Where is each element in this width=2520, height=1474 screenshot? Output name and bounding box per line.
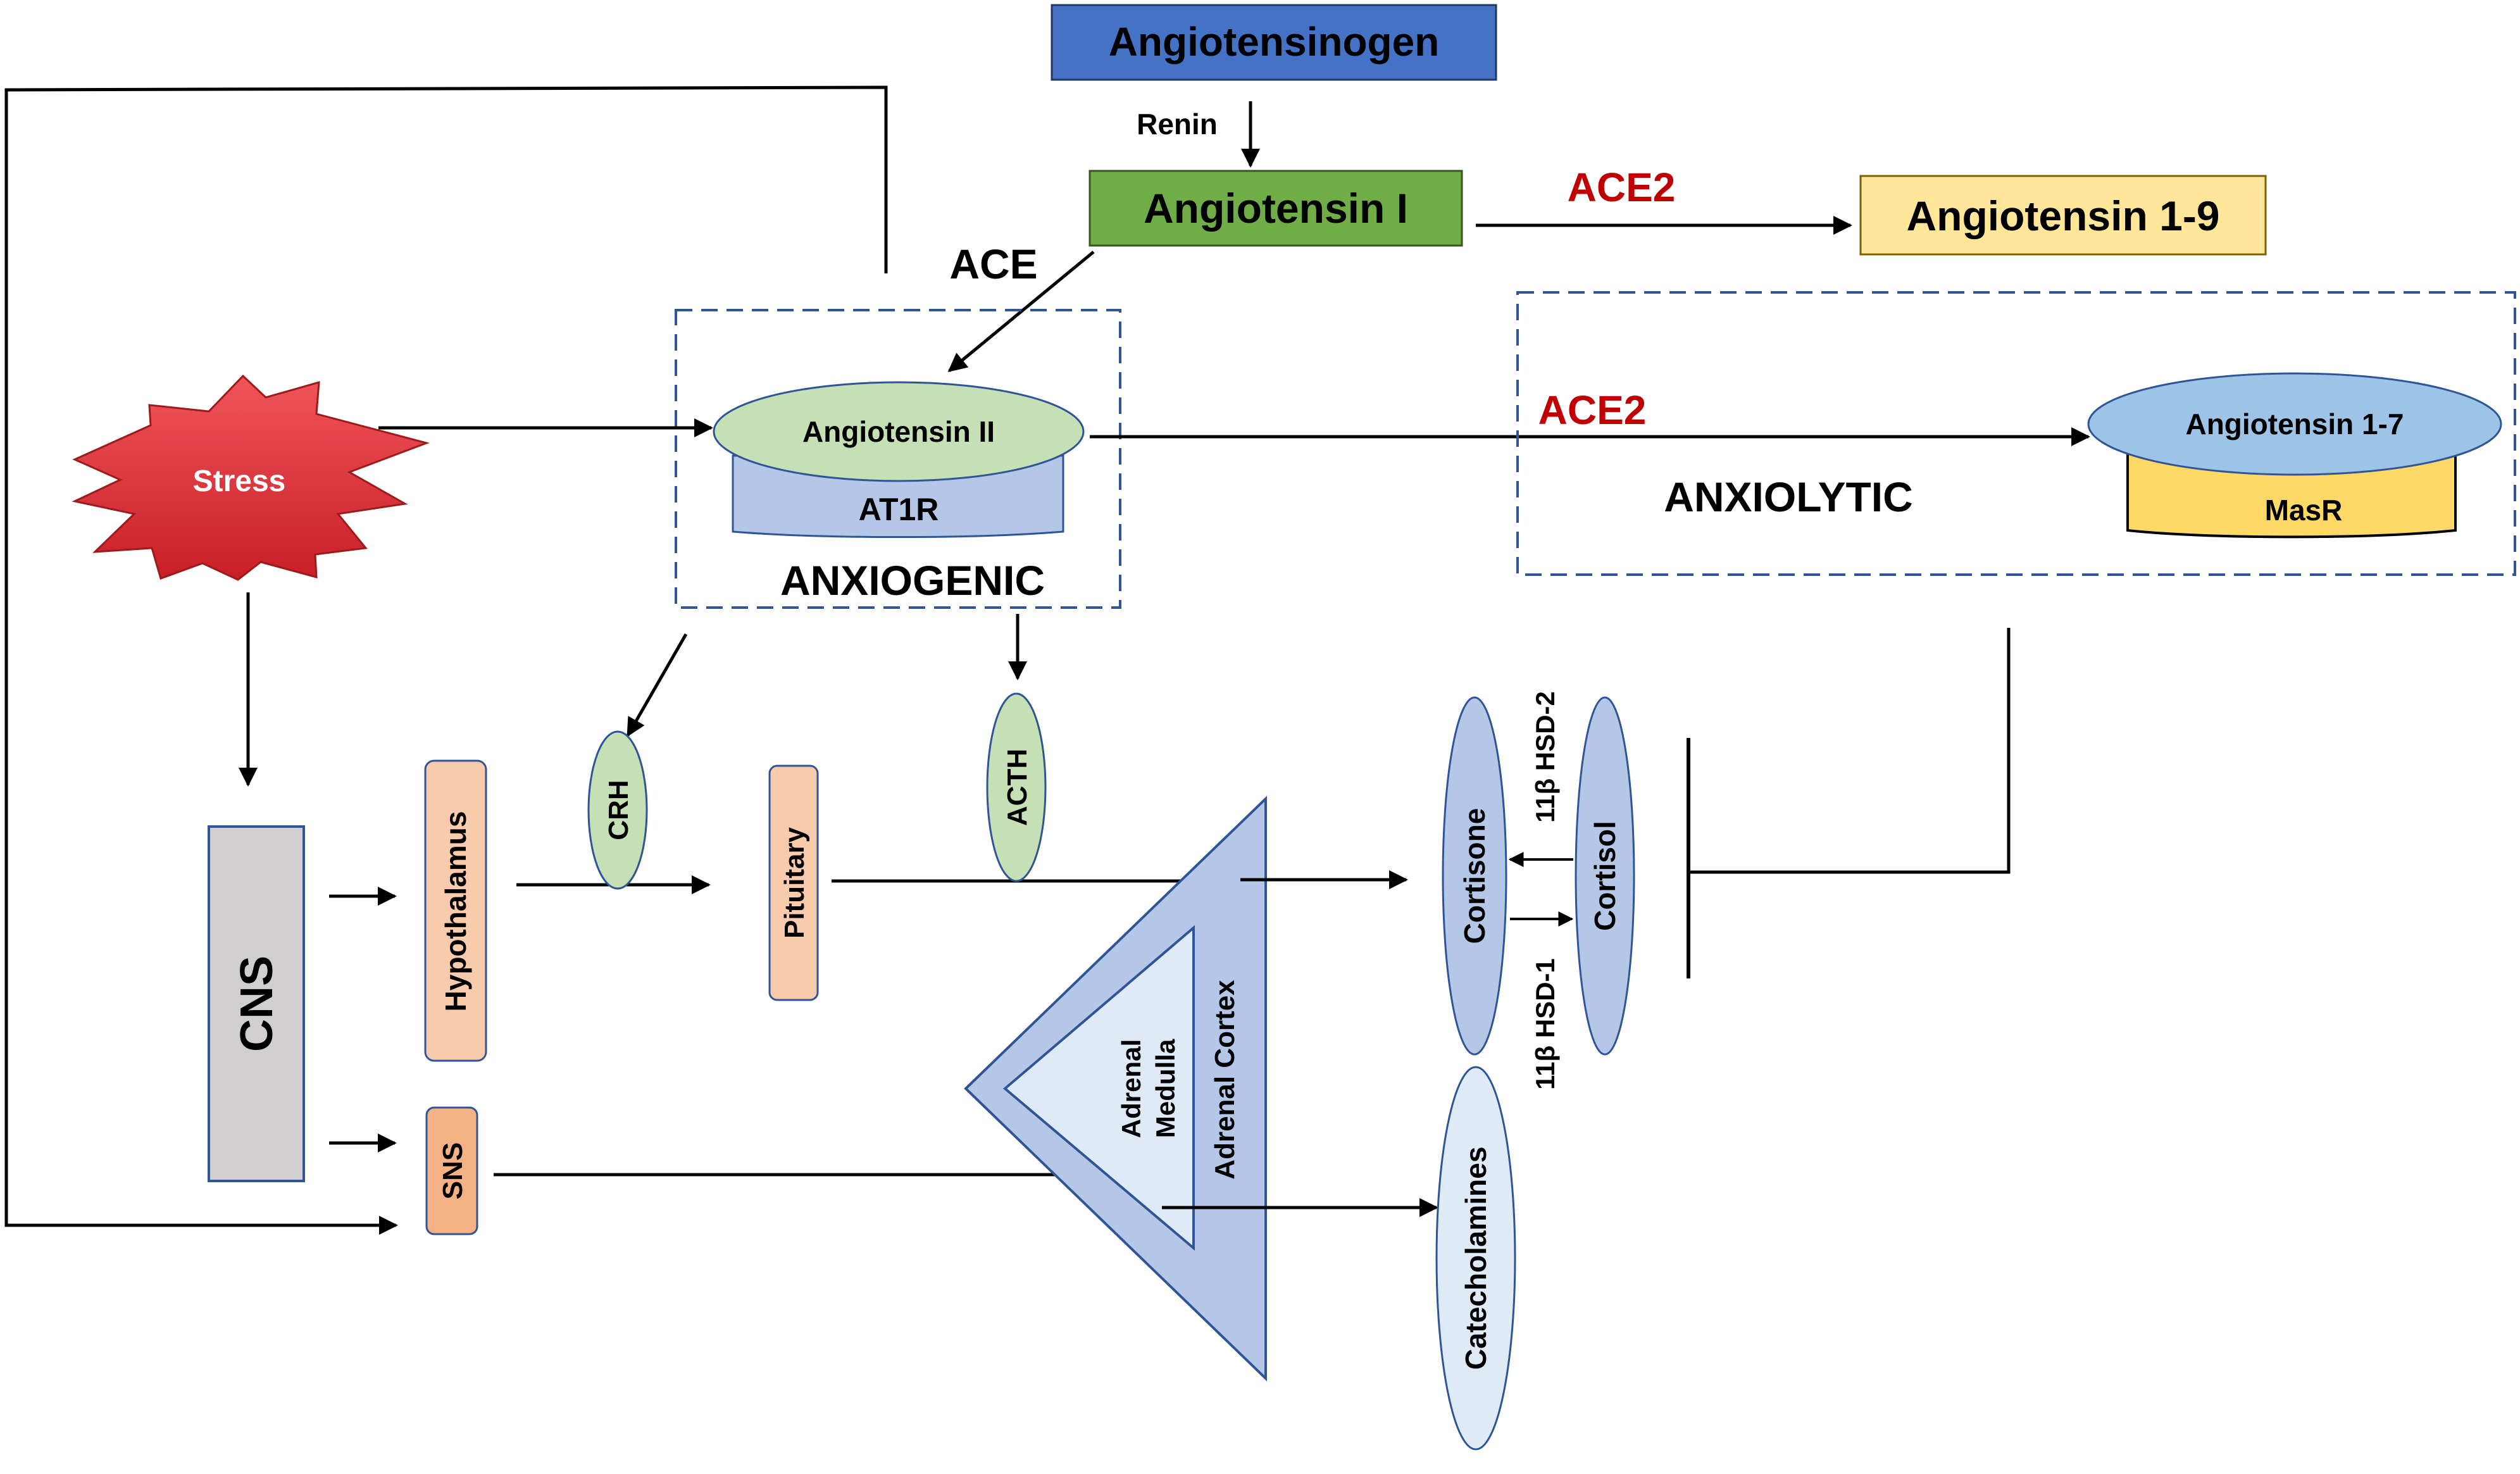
crh-label: CRH (603, 780, 634, 840)
acth-label: ACTH (1002, 749, 1033, 826)
hsd2-label: 11β HSD-2 (1530, 691, 1560, 823)
angiotensin-i-label: Angiotensin I (1144, 185, 1408, 232)
anxiolytic-inhibition-line (1688, 628, 2011, 874)
adrenal-medulla-label-line2: Medulla (1151, 1039, 1180, 1138)
anxiogenic-to-crh-arrow (626, 633, 688, 737)
ace2-top-label: ACE2 (1568, 165, 1676, 210)
angiotensin-i-box (1088, 170, 1463, 247)
ace2-mid-label: ACE2 (1538, 387, 1647, 433)
angiotensin-ii-ellipse (713, 381, 1085, 482)
angiotensin-ii-label: Angiotensin II (802, 415, 995, 448)
anxiogenic-label: ANXIOGENIC (780, 557, 1045, 604)
anxiolytic-label: ANXIOLYTIC (1664, 473, 1913, 520)
masr-label: MasR (2265, 494, 2343, 527)
stress-label: Stress (193, 465, 286, 498)
catecholamines-ellipse (1435, 1066, 1516, 1451)
sns-box (425, 1106, 478, 1235)
cortisol-ellipse (1575, 696, 1635, 1056)
cortisol-label: Cortisol (1588, 821, 1621, 931)
angiotensin-1-7-label: Angiotensin 1-7 (2185, 408, 2404, 440)
anxiogenic-box (675, 309, 1121, 609)
pituitary-label: Pituitary (779, 827, 810, 939)
renin-label: Renin (1137, 108, 1218, 141)
stress-starburst (72, 374, 430, 581)
angiotensin-1-7-ellipse (2087, 372, 2502, 476)
pituitary-box (768, 765, 819, 1001)
at1r-label: AT1R (859, 492, 939, 527)
catecholamines-label: Catecholamines (1459, 1147, 1492, 1370)
feedback-loop-line (4, 85, 888, 1235)
cns-box (208, 825, 305, 1182)
angiotensin-1-9-box (1859, 175, 2267, 256)
angiotensin-1-9-label: Angiotensin 1-9 (1906, 192, 2219, 239)
cortisone-ellipse (1442, 696, 1507, 1056)
anxiolytic-box (1516, 291, 2516, 576)
cortisone-label: Cortisone (1458, 808, 1491, 944)
adrenal-cortex-label: Adrenal Cortex (1209, 980, 1240, 1180)
hsd1-label: 11β HSD-1 (1530, 958, 1560, 1090)
adrenal-medulla-label-line1: Adrenal (1116, 1039, 1146, 1138)
sns-label: SNS (437, 1142, 468, 1199)
adrenal-medulla-triangle (1002, 925, 1195, 1251)
acth-ellipse (986, 692, 1047, 882)
hypothalamus-label: Hypothalamus (439, 811, 472, 1012)
angiotensinogen-box (1051, 4, 1497, 81)
angiotensinogen-label: Angiotensinogen (1109, 19, 1440, 65)
ace-label: ACE (949, 240, 1037, 287)
hypothalamus-box (424, 759, 487, 1062)
cns-label: CNS (232, 956, 282, 1052)
crh-ellipse (587, 730, 648, 890)
